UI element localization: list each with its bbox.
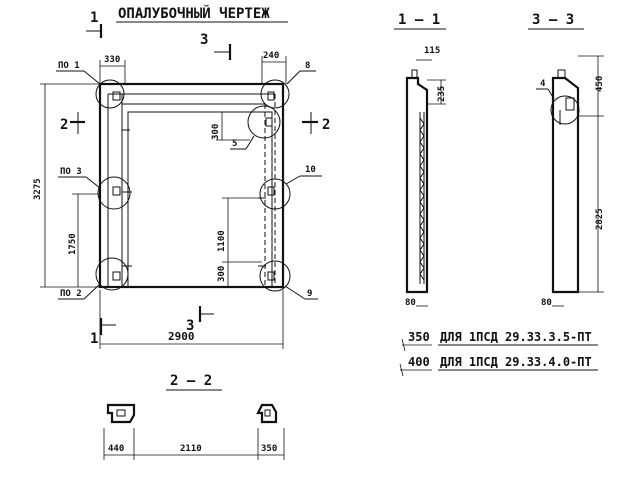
callout-circle-po2 xyxy=(95,257,129,291)
legend-row-2: 400 ДЛЯ 1ПСД 29.33.4.0-ПТ xyxy=(399,355,598,377)
dim-2900: 2900 xyxy=(168,330,195,343)
legend-row-2-dim: 400 xyxy=(408,355,430,369)
callout-po2: ПО 2 xyxy=(60,289,82,299)
callout-circle-8 xyxy=(260,79,290,109)
dim-350-s22: 350 xyxy=(261,444,277,454)
section-mark-3-top: 3 xyxy=(200,32,208,48)
legend-row-2-text: ДЛЯ 1ПСД 29.33.4.0-ПТ xyxy=(440,355,592,369)
callout-po1: ПО 1 xyxy=(58,61,80,71)
dim-1750: 1750 xyxy=(68,233,78,255)
section-mark-1-bot: 1 xyxy=(90,331,98,347)
dim-300-top: 300 xyxy=(211,124,221,140)
callout-po3: ПО 3 xyxy=(60,167,82,177)
section-title-2-2: 2 — 2 xyxy=(170,373,212,389)
frame-opening xyxy=(127,111,273,288)
legend-row-1: 350 ДЛЯ 1ПСД 29.33.3.5-ПТ xyxy=(401,330,598,352)
dim-235: 235 xyxy=(437,86,447,102)
dim-450: 450 xyxy=(595,76,605,92)
section-title-1-1: 1 — 1 xyxy=(398,12,440,28)
dim-80-s11: 80 xyxy=(405,298,416,308)
dim-3275: 3275 xyxy=(33,178,43,200)
callout-circle-po3 xyxy=(97,176,131,210)
callout-4: 4 xyxy=(540,79,546,89)
dim-2110: 2110 xyxy=(180,444,202,454)
callout-8: 8 xyxy=(305,61,310,71)
drawing-title: ОПАЛУБОЧНЫЙ ЧЕРТЕЖ xyxy=(118,5,270,22)
section-mark-2-right: 2 xyxy=(322,117,330,133)
callout-9: 9 xyxy=(307,289,312,299)
section-1-1-profile xyxy=(405,69,429,294)
section-2-2-profile-right xyxy=(256,403,278,424)
dim-300-bot: 300 xyxy=(217,266,227,282)
section-mark-2-left: 2 xyxy=(60,117,68,133)
section-3-3-profile xyxy=(551,69,580,294)
dim-240: 240 xyxy=(263,51,279,61)
legend-row-1-text: ДЛЯ 1ПСД 29.33.3.5-ПТ xyxy=(440,330,592,344)
callout-5: 5 xyxy=(232,139,237,149)
legend-row-1-dim: 350 xyxy=(408,330,430,344)
dim-1100: 1100 xyxy=(217,230,227,252)
callout-circle-10 xyxy=(259,178,291,210)
frame-outer xyxy=(98,82,285,289)
frame-elevation xyxy=(98,82,285,289)
dim-2825: 2825 xyxy=(595,208,605,230)
section-title-3-3: 3 — 3 xyxy=(532,12,574,28)
dim-115: 115 xyxy=(424,46,440,56)
dim-80-s33: 80 xyxy=(541,298,552,308)
callout-circle-5 xyxy=(247,105,281,139)
section-mark-3-bot: 3 xyxy=(186,318,194,334)
section-2-2-profile-left xyxy=(106,403,136,424)
callout-circle-9 xyxy=(259,260,291,292)
callout-10: 10 xyxy=(305,165,316,175)
callout-circle-4 xyxy=(550,95,580,125)
callout-circle-po1 xyxy=(95,79,125,109)
dim-330: 330 xyxy=(104,55,120,65)
dim-440: 440 xyxy=(108,444,124,454)
section-mark-1-top: 1 xyxy=(90,10,98,26)
